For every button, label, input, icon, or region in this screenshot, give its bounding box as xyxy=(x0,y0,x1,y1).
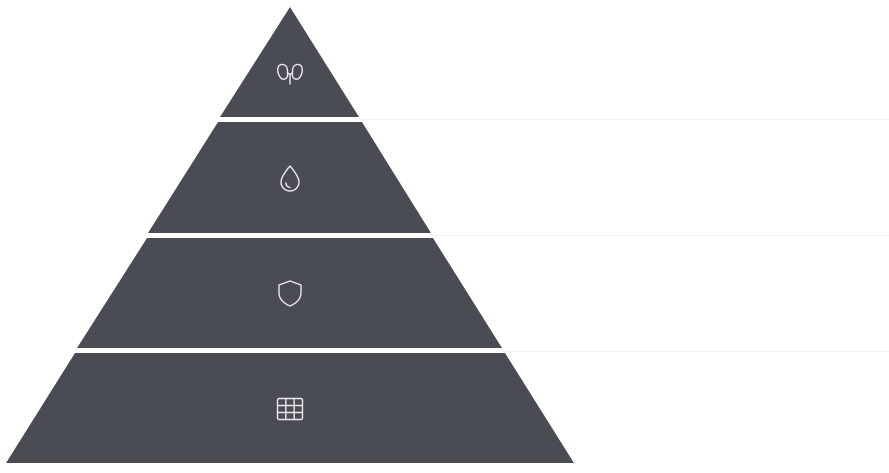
tier-1-shape xyxy=(220,7,359,117)
droplet-icon xyxy=(280,165,300,192)
pyramid-tier-4[interactable] xyxy=(6,353,574,463)
tier-4-shape xyxy=(6,353,574,463)
tier-3-shape xyxy=(77,238,502,348)
pyramid-tier-3[interactable] xyxy=(77,238,502,348)
shield-icon xyxy=(278,280,302,307)
kidneys-icon xyxy=(277,63,303,85)
pyramid-tier-1[interactable] xyxy=(220,7,359,117)
grid-icon xyxy=(276,397,304,421)
tier-2-shape xyxy=(148,122,431,233)
pyramid-tier-2[interactable] xyxy=(148,122,431,233)
